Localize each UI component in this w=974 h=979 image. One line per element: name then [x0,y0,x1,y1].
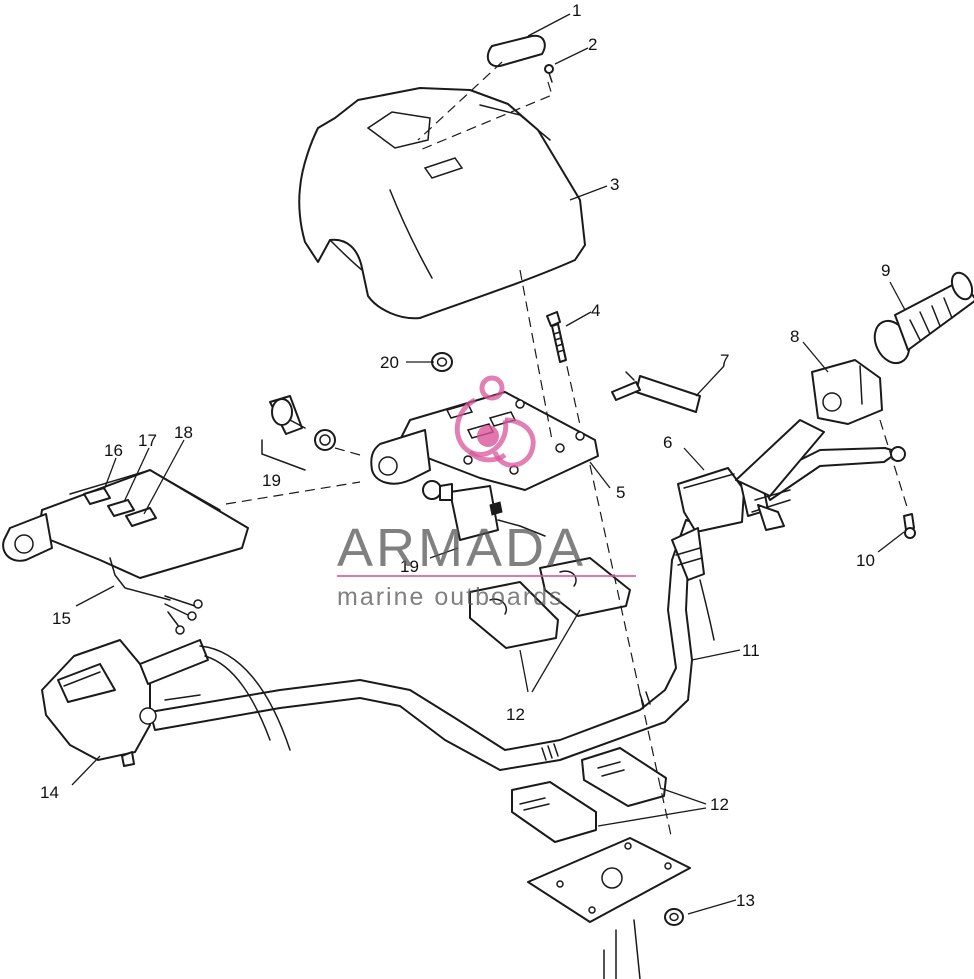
callout-9: 9 [881,261,890,280]
callout-13: 13 [736,891,755,910]
part-screw-10 [903,513,916,539]
part-throttle-housing-8 [735,359,883,497]
part-nut-20 [431,352,453,372]
part-bolt-4 [546,311,567,363]
callout-17: 17 [138,431,157,450]
part-pad [486,34,546,68]
callout-11: 11 [742,641,760,660]
callout-20: 20 [380,353,399,372]
callout-6: 6 [663,433,672,452]
callout-12-upper: 12 [506,705,525,724]
watermark-logo-dot [477,425,499,447]
part-screw-2 [544,64,554,83]
callout-15: 15 [52,609,71,628]
callout-14: 14 [40,783,59,802]
callout-18: 18 [174,423,193,442]
part-mounting-plate [527,837,691,979]
callout-7: 7 [720,351,729,370]
part-clamp-12-lower [511,747,667,843]
callout-1: 1 [572,1,581,20]
callout-16: 16 [104,441,123,460]
leader-lines [71,13,906,915]
part-cover [298,87,586,320]
part-clamp-12-upper [469,557,631,649]
part-switch-panel [2,469,249,635]
callout-3: 3 [610,175,619,194]
callout-10: 10 [856,551,875,570]
callout-labels: 1 2 3 4 5 6 7 8 9 10 11 12 12 13 14 15 1… [40,1,890,910]
part-lamp-socket-19 [269,395,336,451]
watermark-logo [454,375,536,468]
part-grip-9 [873,271,974,365]
watermark-brand: ARMADA [337,518,586,578]
watermark-tagline: marine outboards [337,583,564,611]
part-nut-13 [664,908,684,926]
callout-2: 2 [588,35,597,54]
part-switch-lever-7 [611,371,701,413]
callout-19-right: 19 [400,557,419,576]
callout-12-lower: 12 [710,795,729,814]
callout-8: 8 [790,327,799,346]
part-toggle-switch-19 [422,480,546,541]
callout-5: 5 [616,483,625,502]
part-left-control-14 [41,639,291,767]
callout-4: 4 [591,301,600,320]
callout-19-left: 19 [262,471,281,490]
centerlines [225,61,909,841]
watermark: ARMADA marine outboards [337,375,636,611]
